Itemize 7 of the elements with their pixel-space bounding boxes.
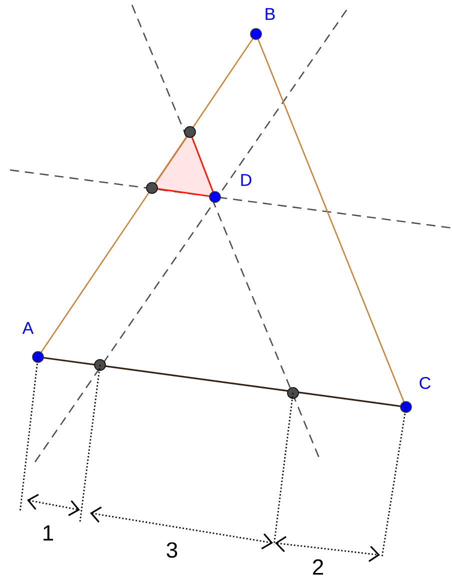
point-label: A: [22, 322, 34, 334]
dimension-label: 2: [313, 559, 323, 575]
dimension-label: 3: [166, 542, 178, 558]
point-label: B: [266, 8, 275, 20]
point-label: D: [241, 174, 252, 186]
point-label: C: [420, 376, 430, 390]
dimension-label: 1: [44, 525, 54, 541]
